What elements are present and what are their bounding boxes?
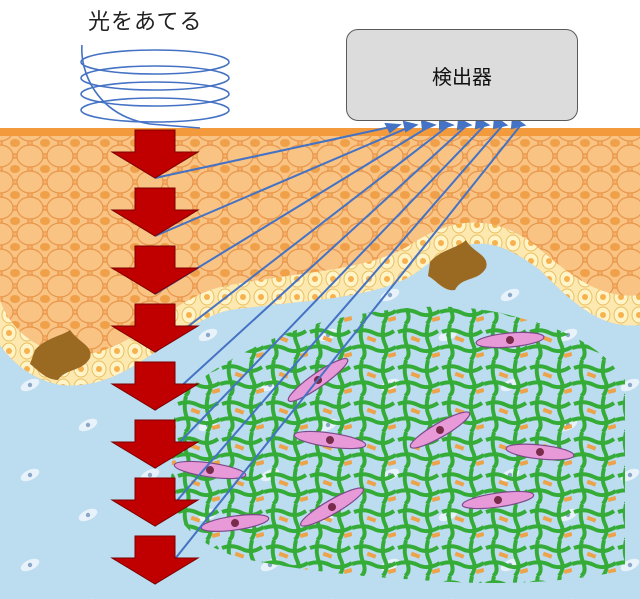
detector-label: 検出器	[432, 64, 492, 89]
fibroblast-cells	[173, 331, 575, 532]
melanocyte	[428, 240, 487, 291]
detector-box: 検出器	[346, 29, 578, 121]
melanocyte	[30, 330, 91, 380]
light-label: 光をあてる	[88, 10, 203, 35]
collagen-network	[170, 306, 625, 583]
scattered-rays	[154, 115, 527, 585]
skin-surface	[0, 128, 640, 136]
light-coil	[80, 44, 230, 129]
incident-light-arrows	[110, 129, 200, 585]
